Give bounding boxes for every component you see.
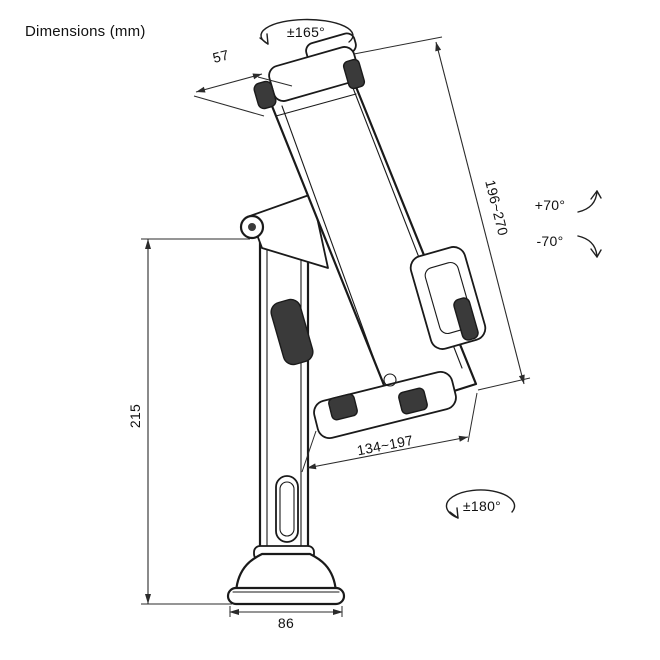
cable-slot-outer <box>275 475 299 543</box>
rotation-arc <box>260 18 354 45</box>
dim-top-clamp-depth <box>193 73 293 117</box>
dimension-line <box>435 41 525 385</box>
pivot-knob-center <box>248 223 256 231</box>
angle-swivel-down-arrow <box>577 235 602 258</box>
bottom-support-tab-right <box>398 387 428 415</box>
base-plate <box>226 586 346 606</box>
side-clamp-inner <box>424 261 474 335</box>
side-clamp-hook <box>453 297 479 341</box>
dimension-line <box>195 73 263 93</box>
dim-holder-width <box>301 392 478 473</box>
angle-tilt-arc <box>259 18 354 45</box>
latch-clip <box>270 298 314 366</box>
dim-pole-height <box>141 238 250 605</box>
dim-base-width <box>229 606 343 617</box>
extension-line <box>193 95 265 117</box>
extension-line <box>301 430 317 473</box>
cable-slot-inner <box>279 481 295 537</box>
dimension-line <box>306 436 469 469</box>
arc-arrowhead <box>449 507 459 519</box>
extension-line <box>353 36 443 55</box>
hook-screw <box>383 373 397 387</box>
dim-holder-length <box>353 36 531 391</box>
arrowhead <box>518 374 525 384</box>
label-base-width: 86 <box>278 615 294 631</box>
arrowhead <box>252 73 262 80</box>
label-top-clamp-depth: 57 <box>211 46 231 65</box>
extension-line <box>467 392 478 443</box>
top-corner-hook <box>253 80 277 110</box>
plate-inner-line-left <box>281 105 387 393</box>
arc-arrowhead <box>590 190 602 200</box>
bottom-support-tab-left <box>328 393 358 421</box>
arrowhead <box>145 239 151 249</box>
arrowhead <box>229 609 239 615</box>
extension-line <box>477 377 531 391</box>
rotation-arc <box>445 489 516 519</box>
label-base-rotation: ±180° <box>463 498 501 514</box>
arrowhead <box>333 609 343 615</box>
arrowhead <box>145 594 151 604</box>
extension-line <box>257 76 293 87</box>
angle-swivel-up-arrow <box>577 190 602 213</box>
arrowhead <box>458 435 468 442</box>
rotation-arc <box>577 190 598 213</box>
label-swivel-up: +70° <box>535 197 566 213</box>
page-title: Dimensions (mm) <box>25 23 146 40</box>
label-holder-width: 134~197 <box>356 432 415 459</box>
arc-arrowhead <box>590 248 602 258</box>
rotation-arc <box>577 235 598 258</box>
label-holder-length: 196~270 <box>482 178 511 237</box>
arc-arrowhead <box>259 33 269 45</box>
base-dome <box>234 552 338 594</box>
arrowhead <box>196 86 206 93</box>
stand-drawing <box>226 32 487 606</box>
arrowhead <box>435 42 442 52</box>
label-swivel-down: -70° <box>536 233 563 249</box>
angle-base-rotation-arc <box>445 489 516 519</box>
top-clamp-hook <box>342 58 366 90</box>
arrowhead <box>307 463 317 470</box>
label-tilt-range: ±165° <box>287 24 325 40</box>
plate-top-line <box>275 93 357 117</box>
dimension-annotations <box>141 18 602 617</box>
label-pole-height: 215 <box>127 404 143 428</box>
